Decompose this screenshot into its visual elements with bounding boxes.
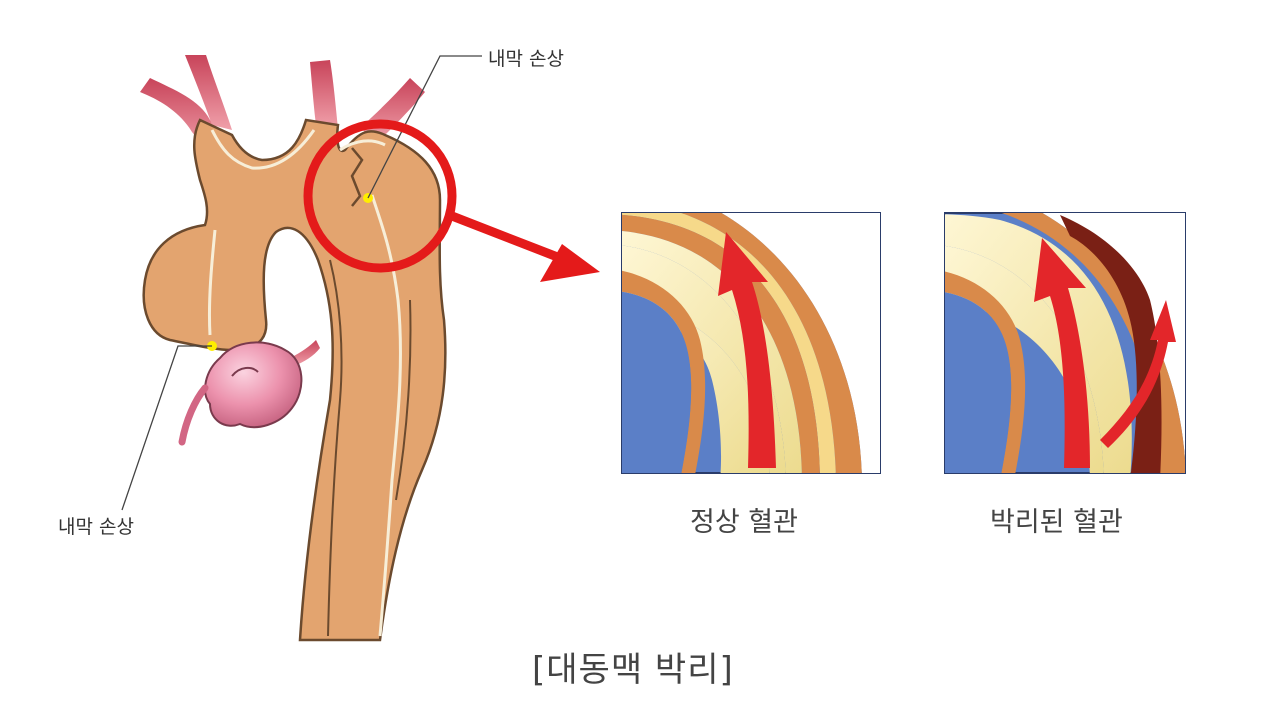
label-intimal-injury-bottom: 내막 손상 bbox=[58, 516, 134, 538]
figure-title: [대동맥 박리] bbox=[532, 650, 734, 690]
leader-line-top bbox=[367, 55, 482, 199]
false-lumen-flow-arrow bbox=[1100, 300, 1176, 448]
highlight-circle bbox=[303, 119, 457, 273]
aorta-body bbox=[142, 118, 447, 642]
normal-blood-flow-arrow bbox=[718, 232, 776, 468]
label-intimal-injury-top: 내막 손상 bbox=[488, 48, 564, 70]
leader-line-bottom bbox=[121, 345, 212, 511]
arch-tear bbox=[350, 147, 364, 207]
label-normal-vessel: 정상 혈관 bbox=[690, 507, 798, 538]
dissected-blood-flow-arrow bbox=[1034, 238, 1090, 468]
normal-vessel-panel bbox=[621, 212, 881, 474]
aorta-intima-lines bbox=[207, 129, 412, 637]
zoom-arrow bbox=[450, 211, 600, 282]
aorta-diagram bbox=[121, 55, 482, 642]
dissected-vessel-panel bbox=[944, 212, 1186, 474]
label-dissected-vessel: 박리된 혈관 bbox=[990, 507, 1123, 538]
heart-root bbox=[204, 341, 303, 429]
